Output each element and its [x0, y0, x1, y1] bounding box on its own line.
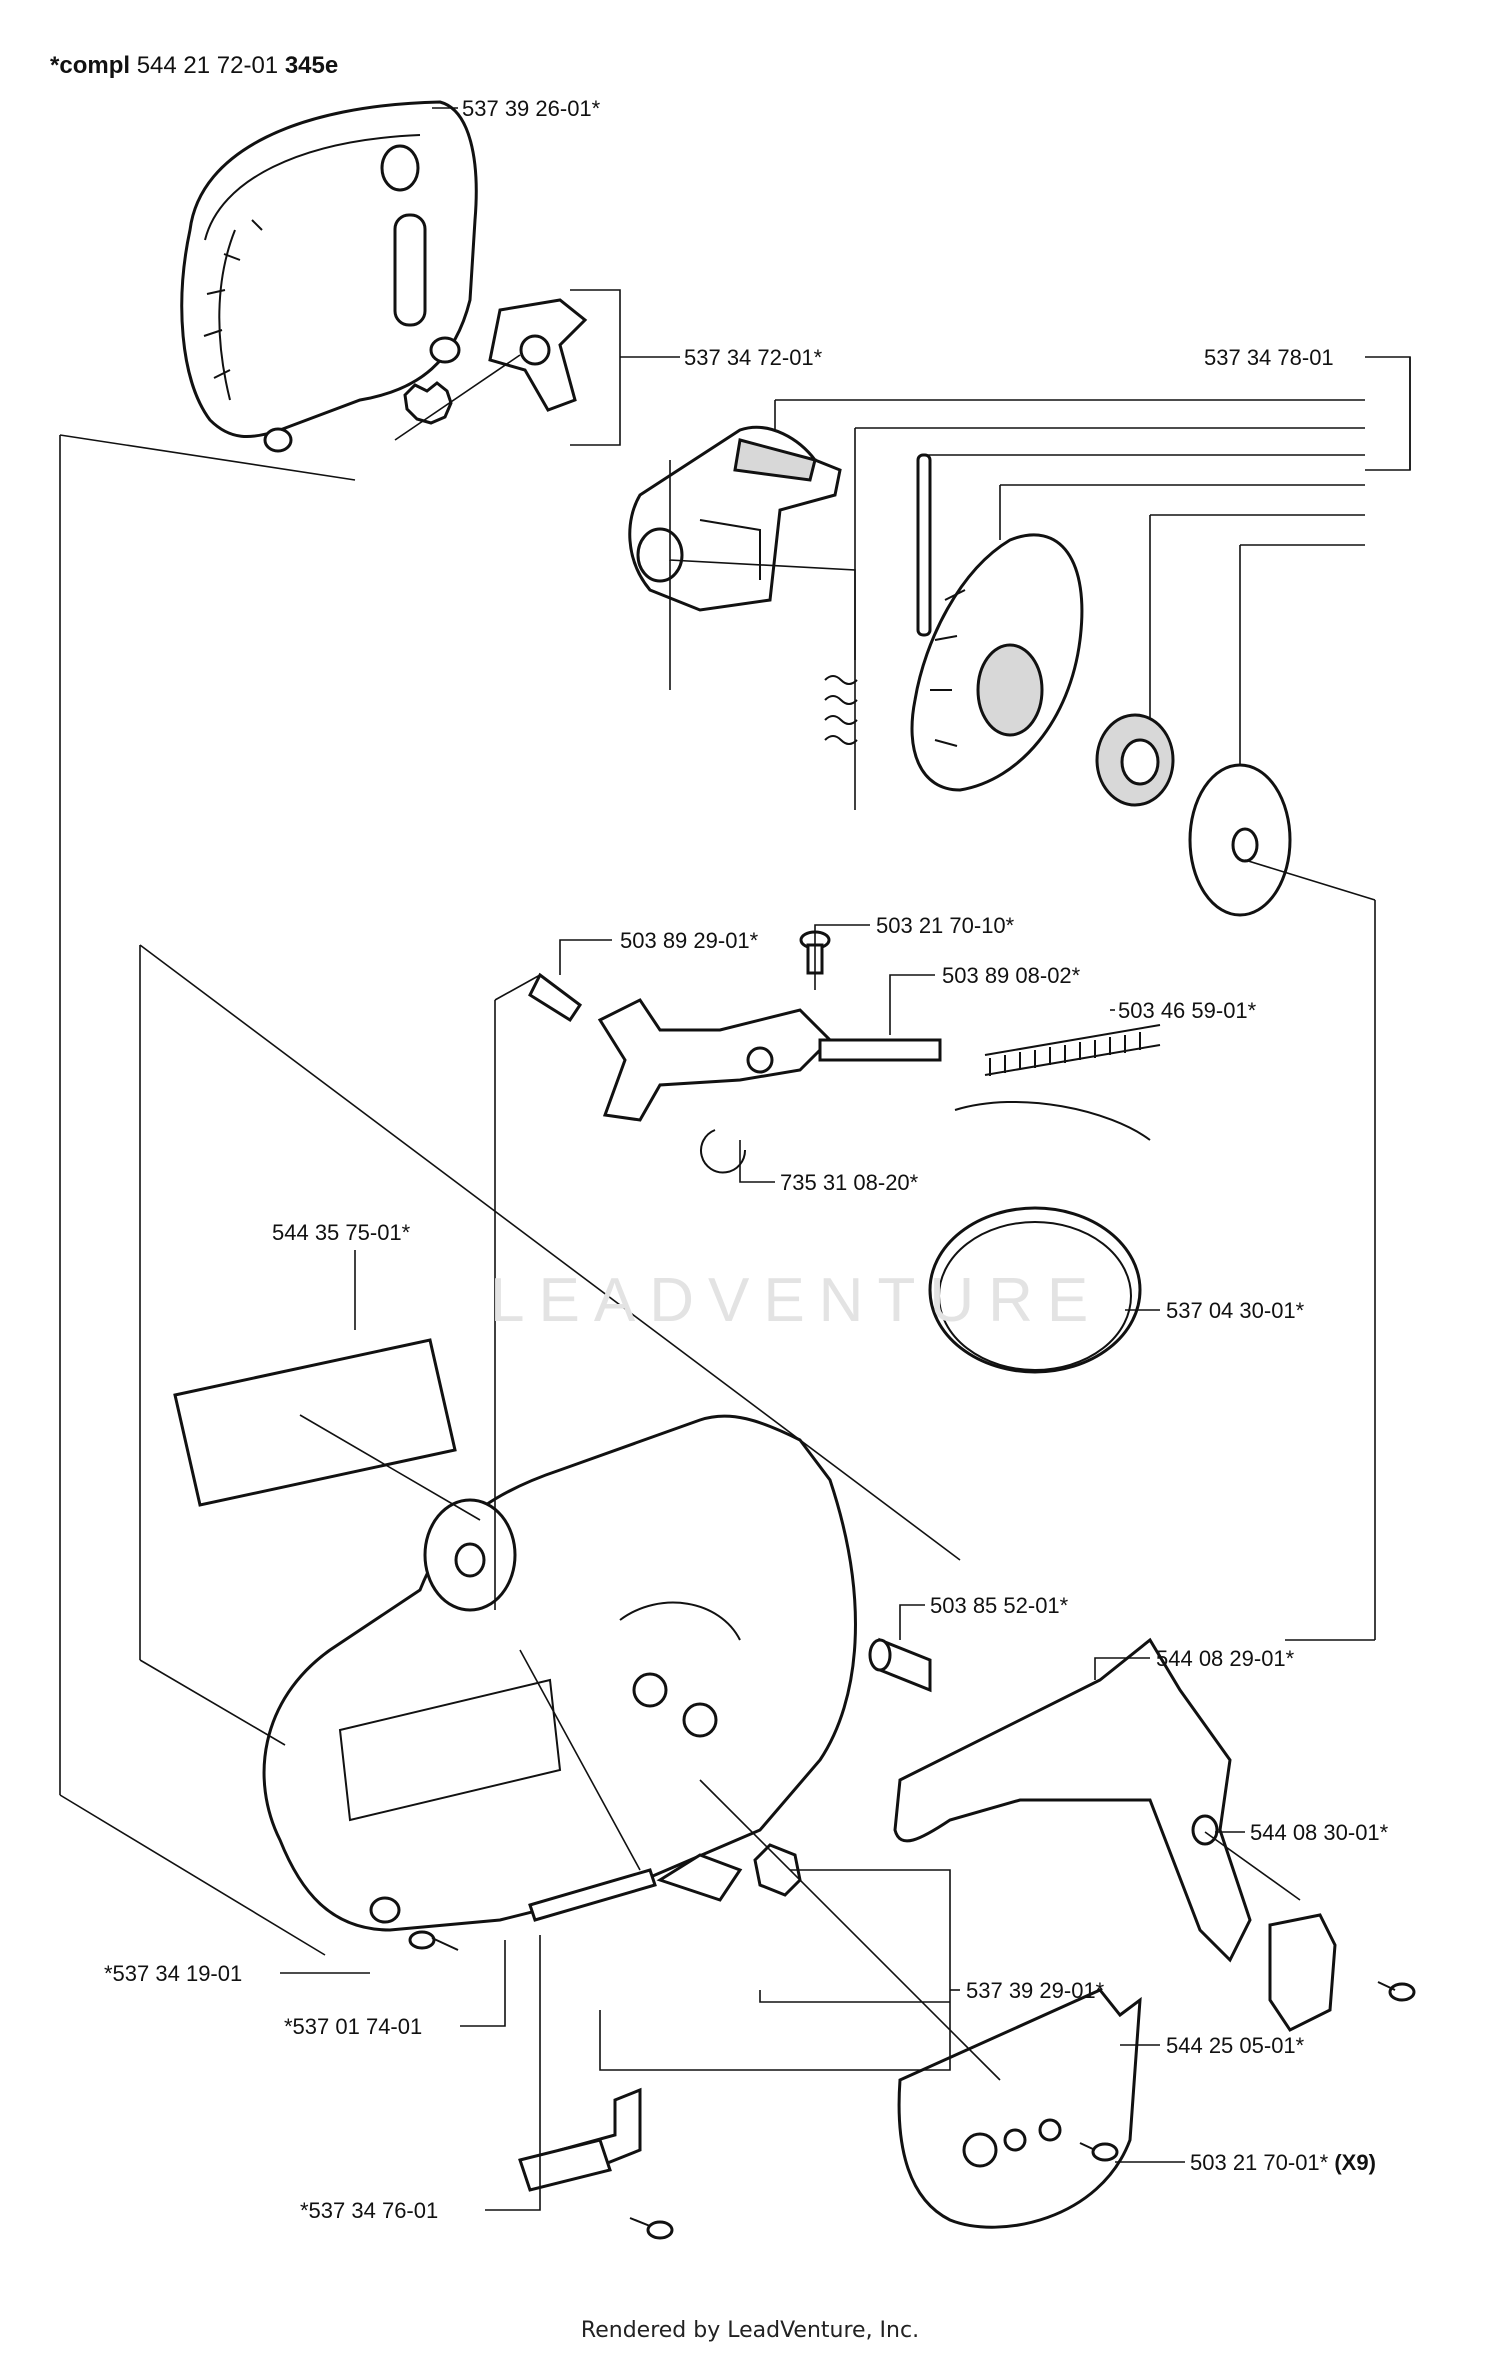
part-label-503-85-52-01[interactable]: 503 85 52-01*	[930, 1593, 1069, 1618]
part-label-503-89-08-02[interactable]: 503 89 08-02*	[942, 963, 1081, 988]
watermark-text: LEADVENTURE	[490, 1266, 1103, 1335]
screw-parts	[408, 1930, 1416, 2240]
part-label-503-21-70-01[interactable]: 503 21 70-01* (X9)	[1190, 2152, 1376, 2174]
brake-band-part	[928, 1100, 1151, 1374]
header-prefix: *compl	[50, 52, 131, 79]
part-label-544-25-05-01[interactable]: 544 25 05-01*	[1166, 2033, 1305, 2058]
part-number: 503 21 70-01*	[1190, 2150, 1329, 2175]
spring-small-part	[824, 675, 858, 745]
part-label-503-46-59-01[interactable]: 503 46 59-01*	[1118, 998, 1257, 1023]
bar-guide-plate-part	[893, 1637, 1252, 1963]
pulley-star-part	[394, 298, 588, 441]
part-label-537-01-74-01[interactable]: *537 01 74-01	[284, 2014, 423, 2039]
part-label-537-04-30-01[interactable]: 537 04 30-01*	[1166, 1298, 1305, 1323]
header-model: 345e	[284, 52, 339, 79]
part-label-544-35-75-01[interactable]: 544 35 75-01*	[272, 1220, 411, 1245]
tensioner-part	[528, 1843, 802, 1922]
part-label-537-39-26-01[interactable]: 537 39 26-01*	[462, 96, 601, 121]
part-label-503-89-29-01[interactable]: 503 89 29-01*	[620, 928, 759, 953]
washer-part	[1188, 763, 1292, 917]
brake-handle-part	[628, 425, 842, 612]
assembly-header: *compl 544 21 72-01 345e	[50, 52, 338, 80]
brake-linkage-part	[528, 972, 942, 1122]
pin-part	[916, 453, 932, 637]
part-label-544-08-30-01[interactable]: 544 08 30-01*	[1250, 1820, 1389, 1845]
part-label-537-34-19-01[interactable]: *537 34 19-01	[104, 1961, 243, 1986]
part-label-537-34-76-01[interactable]: *537 34 76-01	[300, 2198, 439, 2223]
starter-cover-part	[180, 100, 478, 453]
part-label-537-34-78-01[interactable]: 537 34 78-01	[1204, 345, 1334, 370]
part-label-544-08-29-01[interactable]: 544 08 29-01*	[1156, 1646, 1295, 1671]
clutch-cover-part	[262, 1414, 857, 1932]
side-plate-part	[897, 1988, 1142, 2229]
render-credit: Rendered by LeadVenture, Inc.	[580, 2318, 920, 2343]
long-spring-part	[984, 1024, 1161, 1076]
part-label-537-39-29-01[interactable]: 537 39 29-01*	[966, 1978, 1105, 2003]
header-number: 544 21 72-01	[136, 52, 279, 79]
chain-catcher-part	[1268, 1913, 1337, 2032]
bushing-part	[868, 1637, 932, 1693]
circlip-part	[700, 1129, 747, 1174]
clutch-drum-part	[910, 533, 1084, 792]
leader-lines	[59, 107, 1411, 2211]
sprocket-ring-part	[1095, 713, 1175, 807]
part-label-735-31-08-20[interactable]: 735 31 08-20*	[780, 1170, 919, 1195]
catch-bracket-part	[518, 2087, 642, 2192]
part-label-537-34-72-01[interactable]: 537 34 72-01*	[684, 345, 823, 370]
part-label-503-21-70-10[interactable]: 503 21 70-10*	[876, 913, 1015, 938]
quantity-note: (X9)	[1334, 2150, 1376, 2175]
